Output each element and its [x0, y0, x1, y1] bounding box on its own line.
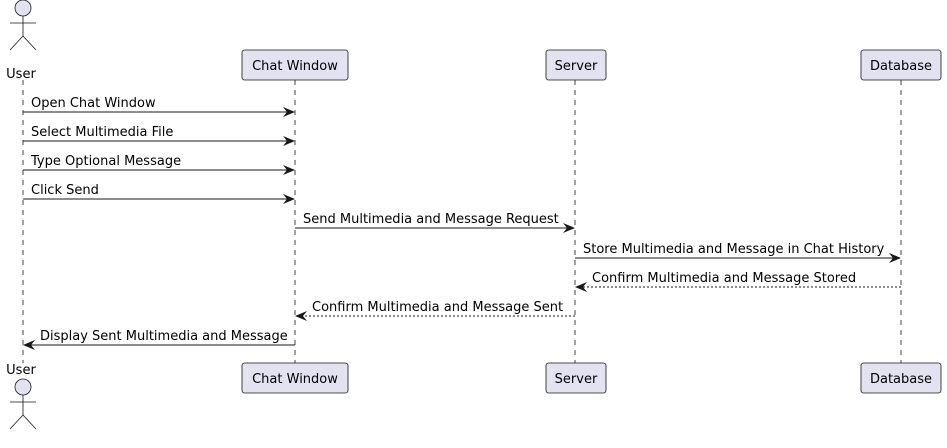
participant-box — [241, 362, 349, 394]
message-2: Select Multimedia File — [23, 125, 295, 146]
message-label: Send Multimedia and Message Request — [303, 212, 559, 227]
message-3: Type Optional Message — [23, 154, 295, 175]
message-1: Open Chat Window — [23, 96, 295, 117]
actor-left-leg — [9, 35, 24, 51]
message-label: Display Sent Multimedia and Message — [40, 329, 288, 344]
participant-label-user-bottom: User — [6, 363, 36, 378]
message-5: Send Multimedia and Message Request — [295, 212, 575, 233]
message-6: Store Multimedia and Message in Chat His… — [575, 242, 901, 263]
participant-box — [545, 49, 607, 81]
participant-label-db: Database — [870, 59, 932, 74]
participant-chat-bottom: Chat Window — [241, 362, 349, 394]
participant-box — [545, 362, 607, 394]
participant-box — [860, 49, 942, 81]
participant-db-bottom: Database — [860, 362, 942, 394]
actor-user-top — [9, 0, 37, 51]
message-7: Confirm Multimedia and Message Stored — [575, 271, 901, 292]
message-label: Open Chat Window — [31, 96, 156, 111]
message-label: Confirm Multimedia and Message Stored — [592, 271, 856, 286]
participant-server-top: Server — [545, 49, 607, 81]
message-label: Store Multimedia and Message in Chat His… — [583, 242, 885, 257]
actor-head-icon — [14, 0, 32, 17]
message-label: Click Send — [31, 183, 99, 198]
participant-box — [241, 49, 349, 81]
message-label: Select Multimedia File — [31, 125, 173, 140]
actor-head-icon — [14, 378, 32, 396]
message-label: Confirm Multimedia and Message Sent — [312, 300, 563, 315]
actor-user-bottom — [9, 378, 37, 430]
participant-label-chat: Chat Window — [252, 59, 338, 74]
participant-server-bottom: Server — [545, 362, 607, 394]
participant-label-db: Database — [870, 372, 932, 387]
participant-label-chat: Chat Window — [252, 372, 338, 387]
participant-label-user-top: User — [6, 67, 36, 82]
participant-chat-top: Chat Window — [241, 49, 349, 81]
participant-db-top: Database — [860, 49, 942, 81]
message-8: Confirm Multimedia and Message Sent — [295, 300, 575, 321]
participant-label-server: Server — [555, 372, 598, 387]
actor-left-leg — [9, 414, 24, 430]
participant-label-server: Server — [555, 59, 598, 74]
message-label: Type Optional Message — [30, 154, 181, 169]
actor-right-leg — [22, 414, 37, 430]
participant-box — [860, 362, 942, 394]
actor-right-leg — [22, 35, 37, 51]
message-9: Display Sent Multimedia and Message — [23, 329, 295, 350]
message-4: Click Send — [23, 183, 295, 204]
